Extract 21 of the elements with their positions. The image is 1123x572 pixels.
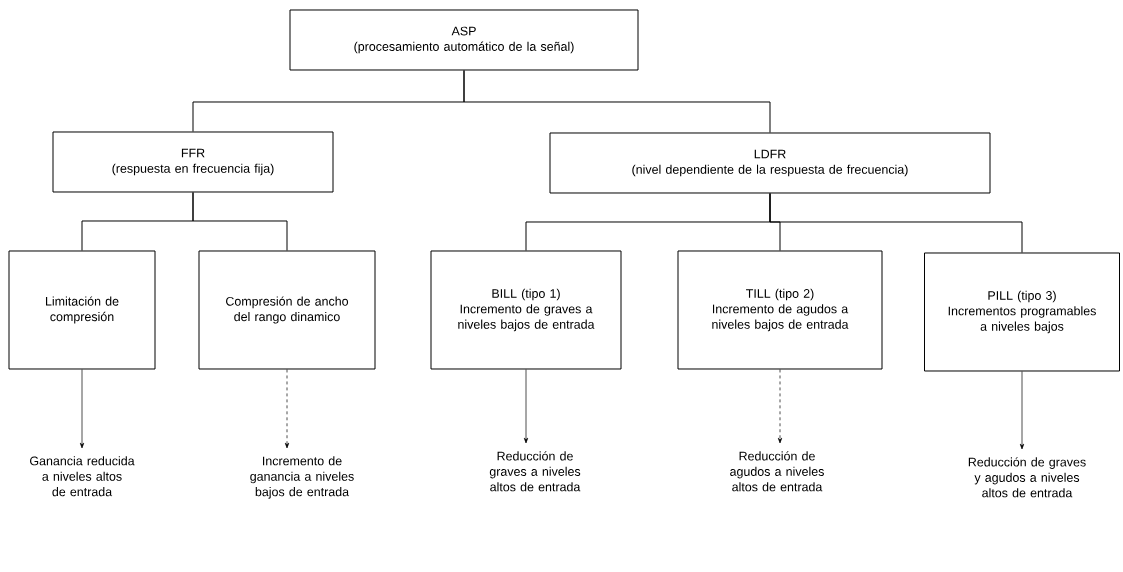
process-box: Limitación de compresión [8,250,156,370]
outcome-text: Ganancia reducida a niveles altos de entrada [30,456,135,497]
process-box: BILL (tipo 1) Incremento de graves a niveles bajos de entrada [430,250,622,370]
category-box: LDFR (nivel dependiente de la respuesta de frecuencia) [549,132,991,194]
connector-line [192,192,288,251]
connector-line [463,70,771,133]
arrow [284,369,290,449]
arrow [523,369,529,444]
process-box: TILL (tipo 2) Incremento de agudos a niveles bajos de entrada [677,250,883,370]
category-box: ASP (procesamiento automático de la señal) [289,9,639,71]
outcome-text: Reducción de graves y agudos a niveles altos de entrada [968,457,1086,498]
outcome-text: Incremento de ganancia a niveles bajos de entrada [250,456,354,499]
process-box: PILL (tipo 3) Incrementos programables a niveles bajos [924,252,1120,372]
connector-line [769,193,1023,253]
outcome-text: Reducción de graves a niveles altos de entrada [489,451,581,492]
arrow [1019,371,1025,450]
arrow [79,369,85,449]
category-box: FFR (respuesta en frecuencia fija) [52,131,334,193]
arrow [777,369,783,444]
process-box: Compresión de ancho del rango dinamico [198,250,376,370]
outcome-text: Reducción de agudos a niveles altos de entrada [730,451,824,492]
